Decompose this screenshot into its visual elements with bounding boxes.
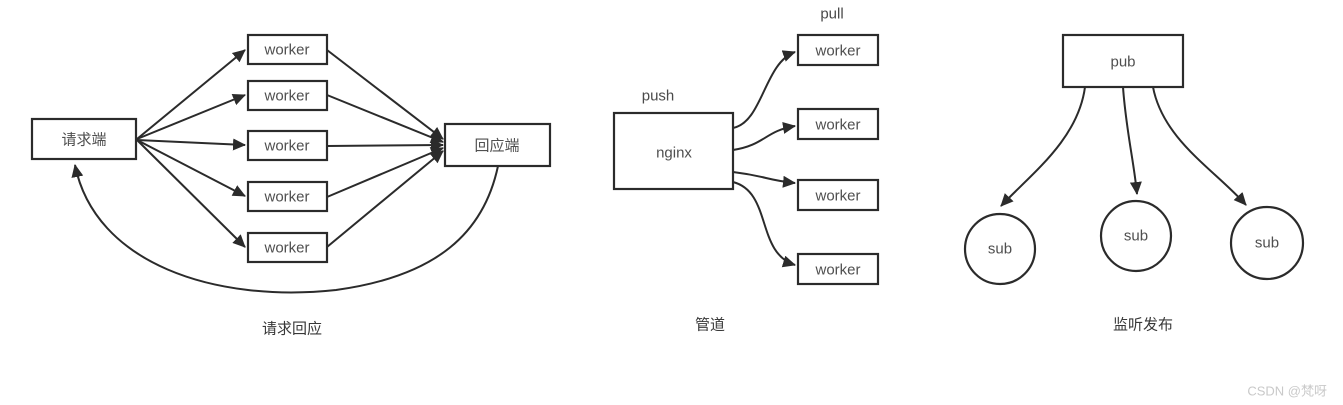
nginx-box bbox=[612, 111, 735, 191]
pipeline-caption: 管道 bbox=[695, 317, 725, 334]
edge-requester-to-worker-2 bbox=[136, 93, 246, 140]
pl-worker-label-1: worker bbox=[814, 43, 860, 60]
rr-worker-label-1: worker bbox=[263, 42, 309, 59]
edge-pub-to-sub-1 bbox=[1000, 86, 1086, 207]
csdn-watermark: CSDN @梵呀 bbox=[1247, 384, 1327, 399]
pub-sub-caption: 监听发布 bbox=[1113, 317, 1173, 334]
sub-circle-2 bbox=[1099, 199, 1173, 273]
pub-box bbox=[1061, 33, 1185, 89]
sub-circle-3 bbox=[1229, 205, 1305, 281]
pl-worker-box-4 bbox=[796, 252, 880, 286]
pl-worker-label-3: worker bbox=[814, 188, 860, 205]
edge-pub-to-sub-2 bbox=[1122, 86, 1142, 195]
rr-worker-box-4 bbox=[246, 180, 329, 213]
pub-sub-diagram: pub sub sub sub 监听发布 bbox=[963, 33, 1305, 334]
edge-worker-4-to-responder bbox=[326, 147, 444, 198]
pull-socket-label: pull bbox=[820, 6, 843, 23]
edge-worker-3-to-responder bbox=[326, 139, 444, 152]
edge-nginx-to-worker-2 bbox=[732, 122, 796, 151]
sub-label-3: sub bbox=[1255, 235, 1279, 252]
edge-requester-to-worker-4 bbox=[136, 139, 246, 197]
sub-label-2: sub bbox=[1124, 228, 1148, 245]
rr-worker-box-5 bbox=[246, 231, 329, 264]
sub-label-1: sub bbox=[988, 241, 1012, 258]
pl-worker-label-2: worker bbox=[814, 117, 860, 134]
edge-worker-1-to-responder bbox=[326, 49, 444, 140]
rr-worker-box-2 bbox=[246, 79, 329, 112]
requester-label: 请求端 bbox=[61, 132, 106, 149]
edge-requester-to-worker-3 bbox=[136, 138, 246, 151]
rr-worker-label-2: worker bbox=[263, 88, 309, 105]
pipeline-diagram: push pull nginx worker worker worker wor… bbox=[612, 6, 880, 334]
edge-requester-to-worker-1 bbox=[136, 49, 246, 140]
edge-requester-to-worker-5 bbox=[136, 139, 246, 248]
edge-nginx-to-worker-1 bbox=[732, 50, 796, 129]
pl-worker-box-3 bbox=[796, 178, 880, 212]
rr-worker-box-1 bbox=[246, 33, 329, 66]
requester-box bbox=[30, 117, 138, 161]
request-reply-diagram: 请求端 worker worker worker worker worker 回… bbox=[30, 33, 552, 338]
edge-nginx-to-worker-4 bbox=[732, 181, 796, 268]
rr-worker-label-3: worker bbox=[263, 138, 309, 155]
rr-worker-box-3 bbox=[246, 129, 329, 162]
rr-worker-label-5: worker bbox=[263, 240, 309, 257]
pub-label: pub bbox=[1110, 54, 1135, 71]
pl-worker-box-2 bbox=[796, 107, 880, 141]
edge-responder-return-to-requester bbox=[71, 164, 499, 294]
rr-worker-label-4: worker bbox=[263, 189, 309, 206]
responder-label: 回应端 bbox=[474, 137, 519, 155]
pl-worker-label-4: worker bbox=[814, 262, 860, 279]
nginx-label: nginx bbox=[656, 145, 692, 162]
pl-worker-box-1 bbox=[796, 33, 880, 67]
responder-box bbox=[443, 122, 552, 168]
edge-worker-5-to-responder bbox=[326, 150, 444, 248]
edge-nginx-to-worker-3 bbox=[732, 171, 796, 188]
push-socket-label: push bbox=[642, 88, 675, 105]
sub-circle-1 bbox=[963, 212, 1037, 286]
edge-pub-to-sub-3 bbox=[1152, 86, 1247, 206]
edge-worker-2-to-responder bbox=[326, 94, 444, 144]
request-reply-caption: 请求回应 bbox=[262, 320, 322, 338]
